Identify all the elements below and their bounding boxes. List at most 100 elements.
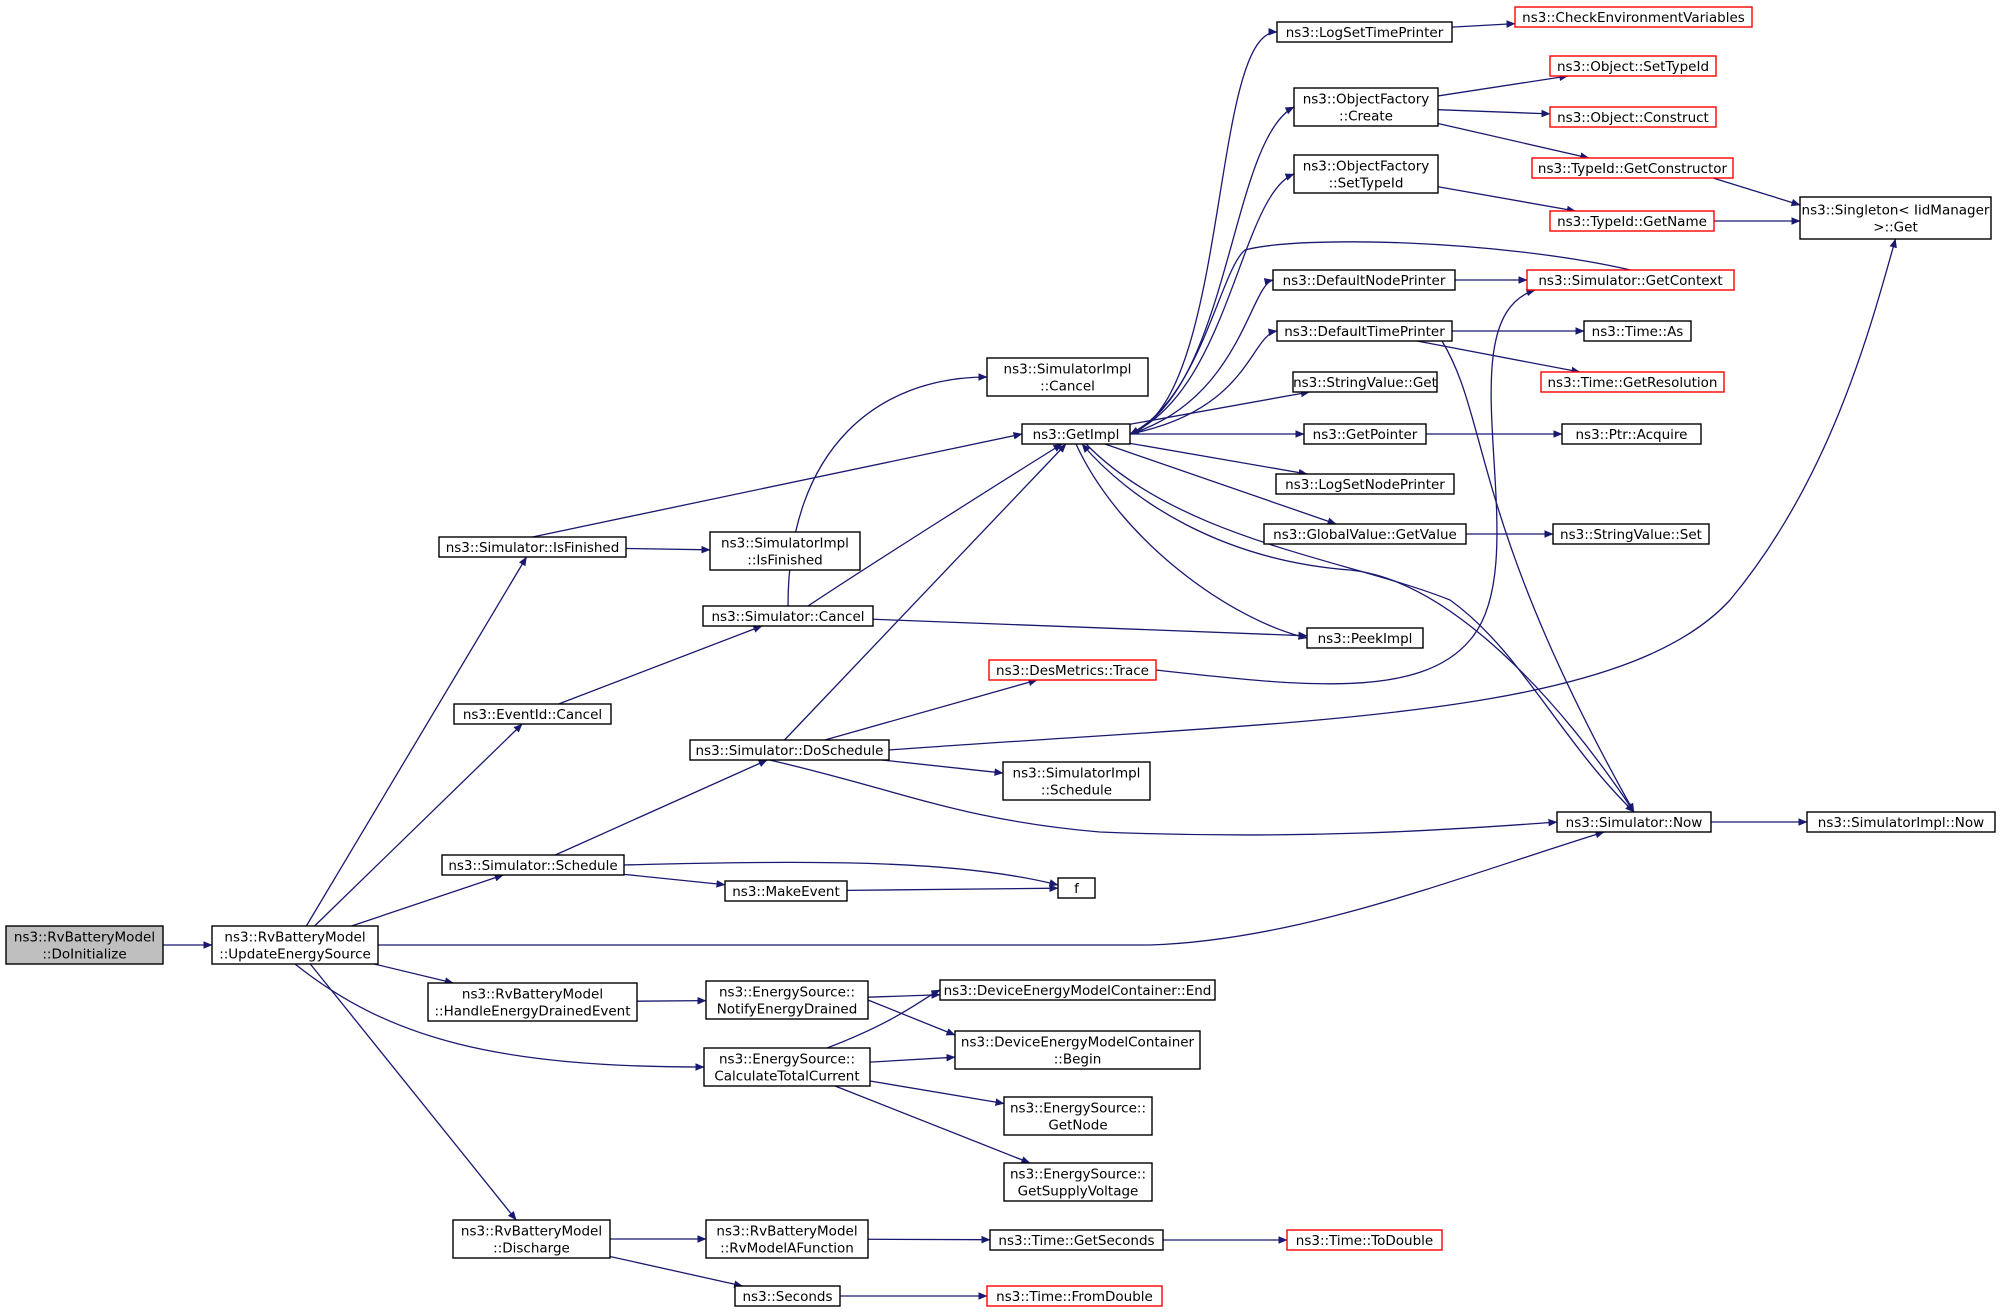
node-svget[interactable]: ns3::StringValue::Get xyxy=(1292,371,1438,393)
node-box xyxy=(1057,877,1096,899)
node-label: ns3::SimulatorImpl xyxy=(721,536,849,552)
node-label: ::DoInitialize xyxy=(42,947,126,963)
node-box xyxy=(1583,320,1692,342)
edge-arrow xyxy=(555,759,768,856)
node-box xyxy=(1799,196,1992,240)
node-schedule[interactable]: ns3::Simulator::Schedule xyxy=(441,854,625,876)
edge-simcancel-to-peekimpl xyxy=(872,618,1308,640)
node-box xyxy=(989,1229,1164,1251)
node-label: ns3::Simulator::GetContext xyxy=(1538,273,1722,289)
node-defnode[interactable]: ns3::DefaultNodePrinter xyxy=(1272,269,1456,291)
node-objconstruct[interactable]: ns3::Object::Construct xyxy=(1549,106,1717,128)
edge-arrow xyxy=(1129,241,1631,435)
nodes-layer: ns3::RvBatteryModel::DoInitializens3::Rv… xyxy=(5,6,1996,1307)
node-getcontext[interactable]: ns3::Simulator::GetContext xyxy=(1526,269,1735,291)
node-box xyxy=(1292,371,1438,393)
node-label: ns3::Seconds xyxy=(743,1289,833,1305)
edge-ues-to-ctc xyxy=(294,963,705,1071)
node-label: ns3::ObjectFactory xyxy=(1303,159,1430,175)
node-logsetnode[interactable]: ns3::LogSetNodePrinter xyxy=(1275,473,1455,495)
node-box xyxy=(1306,627,1424,649)
node-label: ns3::Simulator::IsFinished xyxy=(446,540,620,556)
node-peekimpl[interactable]: ns3::PeekImpl xyxy=(1306,627,1424,649)
node-ptracquire[interactable]: ns3::Ptr::Acquire xyxy=(1561,423,1702,445)
edge-isfinished-to-implisfinished xyxy=(625,545,711,554)
edge-arrow xyxy=(1437,109,1551,118)
node-label: ::IsFinished xyxy=(747,553,822,569)
node-root[interactable]: ns3::RvBatteryModel::DoInitialize xyxy=(5,925,164,965)
node-box xyxy=(689,739,890,761)
node-getconstructor[interactable]: ns3::TypeId::GetConstructor xyxy=(1531,157,1734,179)
node-label: ns3::EventId::Cancel xyxy=(463,707,602,723)
node-checkenv[interactable]: ns3::CheckEnvironmentVariables xyxy=(1514,6,1753,28)
node-isfinished[interactable]: ns3::Simulator::IsFinished xyxy=(438,536,627,558)
node-demcbegin[interactable]: ns3::DeviceEnergyModelContainer::Begin xyxy=(954,1030,1201,1070)
node-getpointer[interactable]: ns3::GetPointer xyxy=(1303,423,1427,445)
node-objsettypeid[interactable]: ns3::Object::SetTypeId xyxy=(1549,55,1717,77)
node-implnow[interactable]: ns3::SimulatorImpl::Now xyxy=(1806,811,1996,833)
node-makeevent[interactable]: ns3::MakeEvent xyxy=(724,880,848,902)
node-getnode[interactable]: ns3::EnergySource::GetNode xyxy=(1003,1096,1153,1136)
node-box xyxy=(702,605,874,627)
edge-arrow xyxy=(1129,442,1308,477)
node-ues[interactable]: ns3::RvBatteryModel::UpdateEnergySource xyxy=(211,925,379,965)
node-gvgetvalue[interactable]: ns3::GlobalValue::GetValue xyxy=(1263,523,1467,545)
node-label: ns3::EnergySource:: xyxy=(719,1052,855,1068)
node-getimpl[interactable]: ns3::GetImpl xyxy=(1021,423,1131,445)
node-label: ::Schedule xyxy=(1041,783,1112,799)
node-box xyxy=(1021,423,1131,445)
node-box xyxy=(1561,423,1702,445)
edge-arrow xyxy=(1129,28,1278,435)
node-ctc[interactable]: ns3::EnergySource::CalculateTotalCurrent xyxy=(703,1047,871,1087)
node-hede[interactable]: ns3::RvBatteryModel::HandleEnergyDrained… xyxy=(427,982,638,1022)
node-ofsettypeid[interactable]: ns3::ObjectFactory::SetTypeId xyxy=(1293,154,1439,194)
node-timeas[interactable]: ns3::Time::As xyxy=(1583,320,1692,342)
node-rvmodel[interactable]: ns3::RvBatteryModel::RvModelAFunction xyxy=(705,1219,869,1259)
node-seconds[interactable]: ns3::Seconds xyxy=(734,1285,841,1307)
node-box xyxy=(709,531,861,571)
node-svset[interactable]: ns3::StringValue::Set xyxy=(1552,523,1710,545)
edge-doschedule-to-simnow xyxy=(769,759,1558,836)
edge-isfinished-to-getimpl xyxy=(532,432,1023,538)
node-label: ns3::Time::GetResolution xyxy=(1547,375,1717,391)
edge-ofsettypeid-to-getname xyxy=(1437,186,1576,214)
node-demcend[interactable]: ns3::DeviceEnergyModelContainer::End xyxy=(939,979,1216,1001)
edge-arrow xyxy=(1104,443,1337,525)
node-label: ns3::DeviceEnergyModelContainer xyxy=(961,1035,1195,1051)
node-getseconds[interactable]: ns3::Time::GetSeconds xyxy=(989,1229,1164,1251)
edge-arrow xyxy=(1085,443,1635,813)
node-getsupply[interactable]: ns3::EnergySource::GetSupplyVoltage xyxy=(1003,1162,1153,1202)
node-ofcreate[interactable]: ns3::ObjectFactory::Create xyxy=(1293,87,1439,127)
node-destrace[interactable]: ns3::DesMetrics::Trace xyxy=(988,659,1157,681)
edge-arrow xyxy=(867,999,956,1036)
node-discharge[interactable]: ns3::RvBatteryModel::Discharge xyxy=(452,1219,611,1259)
node-label: ns3::DefaultNodePrinter xyxy=(1283,273,1446,289)
node-f[interactable]: f xyxy=(1057,877,1096,899)
node-getresolution[interactable]: ns3::Time::GetResolution xyxy=(1540,371,1725,393)
node-implcancel[interactable]: ns3::SimulatorImpl::Cancel xyxy=(986,357,1149,397)
node-todouble[interactable]: ns3::Time::ToDouble xyxy=(1286,1229,1443,1251)
node-doschedule[interactable]: ns3::Simulator::DoSchedule xyxy=(689,739,890,761)
node-ned[interactable]: ns3::EnergySource::NotifyEnergyDrained xyxy=(705,980,869,1020)
node-logsettime[interactable]: ns3::LogSetTimePrinter xyxy=(1276,21,1453,43)
edge-schedule-to-f xyxy=(623,861,1059,887)
node-eventcancel[interactable]: ns3::EventId::Cancel xyxy=(453,703,612,725)
node-deftime[interactable]: ns3::DefaultTimePrinter xyxy=(1276,320,1453,342)
node-getname[interactable]: ns3::TypeId::GetName xyxy=(1549,210,1715,232)
node-implisfinished[interactable]: ns3::SimulatorImpl::IsFinished xyxy=(709,531,861,571)
node-box xyxy=(1556,811,1712,833)
edge-arrow xyxy=(869,1053,956,1063)
edge-getimpl-to-logsettime xyxy=(1129,28,1278,435)
node-singleton[interactable]: ns3::Singleton< IidManager>::Get xyxy=(1799,196,1992,240)
node-implschedule[interactable]: ns3::SimulatorImpl::Schedule xyxy=(1002,761,1151,801)
node-box xyxy=(939,979,1216,1001)
node-simnow[interactable]: ns3::Simulator::Now xyxy=(1556,811,1712,833)
edge-arrow xyxy=(636,996,707,1005)
node-label: ::Cancel xyxy=(1040,379,1095,395)
node-box xyxy=(1540,371,1725,393)
node-simcancel[interactable]: ns3::Simulator::Cancel xyxy=(702,605,874,627)
node-box xyxy=(211,925,379,965)
node-fromdouble[interactable]: ns3::Time::FromDouble xyxy=(986,1285,1163,1307)
edge-getimpl-to-logsetnode xyxy=(1129,442,1308,477)
node-box xyxy=(1806,811,1996,833)
